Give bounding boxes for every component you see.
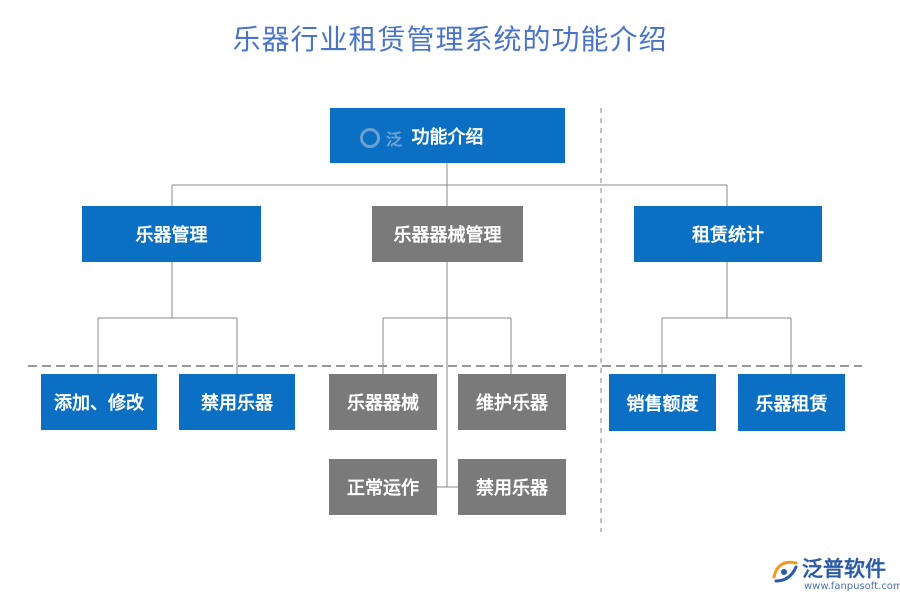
node-leaf-maintain-instrument: 维护乐器: [458, 374, 566, 430]
node-branch-3-label: 租赁统计: [692, 225, 764, 246]
node-leaf-label: 乐器器械: [347, 393, 419, 414]
node-leaf-normal-operation: 正常运作: [329, 459, 437, 515]
node-leaf-label: 正常运作: [347, 478, 419, 499]
diagram-title: 乐器行业租赁管理系统的功能介绍: [232, 23, 668, 56]
node-branch-1: 乐器管理: [82, 206, 261, 262]
brand-url: www.fanpusoft.com: [804, 581, 900, 592]
node-branch-2: 乐器器械管理: [372, 206, 523, 262]
node-leaf-label: 禁用乐器: [476, 478, 548, 499]
brand-logo-icon: [772, 560, 798, 583]
node-leaf-sales-amount: 销售额度: [609, 374, 716, 431]
node-branch-1-label: 乐器管理: [135, 225, 208, 246]
watermark-text: 泛: [386, 130, 403, 149]
node-branch-3: 租赁统计: [634, 206, 822, 262]
node-leaf-label: 乐器租赁: [755, 393, 828, 415]
brand-logo: 泛普软件 www.fanpusoft.com: [770, 553, 900, 597]
watermark-icon: [360, 128, 380, 148]
node-leaf-label: 添加、修改: [54, 393, 144, 414]
node-leaf-label: 维护乐器: [476, 393, 548, 414]
brand-name: 泛普软件: [802, 557, 886, 581]
node-leaf-disable-instrument-2: 禁用乐器: [458, 459, 566, 515]
node-root-label: 功能介绍: [411, 126, 484, 148]
node-leaf-label: 禁用乐器: [201, 393, 273, 414]
node-branch-2-label: 乐器器械管理: [393, 225, 502, 246]
node-leaf-add-edit: 添加、修改: [41, 374, 157, 430]
node-leaf-instrument-equipment: 乐器器械: [329, 374, 437, 430]
node-leaf-instrument-rental: 乐器租赁: [738, 374, 845, 431]
node-leaf-label: 销售额度: [626, 393, 699, 415]
node-leaf-disable-instrument: 禁用乐器: [179, 374, 295, 430]
